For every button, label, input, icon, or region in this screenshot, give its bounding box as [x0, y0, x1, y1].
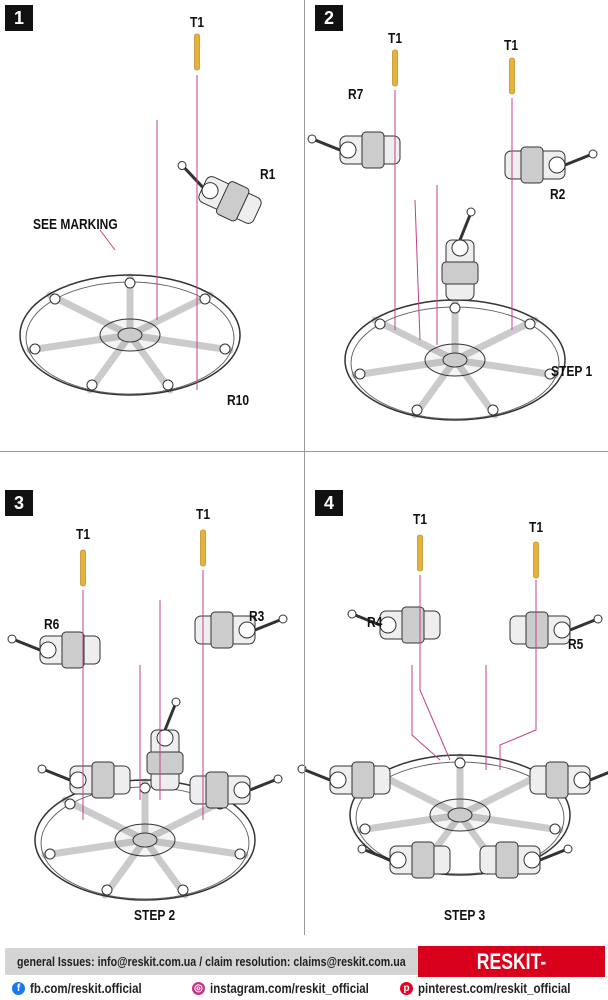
part-label-r7: R7	[348, 86, 364, 103]
part-label-t1: T1	[388, 30, 403, 47]
website-text: RESKIT-MODELS.COM	[450, 949, 573, 1000]
part-label-t1: T1	[190, 14, 205, 31]
panel-divider-vertical	[304, 0, 305, 935]
part-label-r1: R1	[260, 166, 276, 183]
part-label-t1: T1	[196, 506, 211, 523]
contact-bar: general Issues: info@reskit.com.ua / cla…	[5, 948, 418, 975]
social-facebook[interactable]: f fb.com/reskit.official	[12, 980, 166, 996]
part-label-r2: R2	[550, 186, 566, 203]
part-label-r4: R4	[367, 614, 383, 631]
step-number-badge: 4	[315, 490, 343, 516]
panel-divider-horizontal	[0, 451, 608, 452]
part-label-t1: T1	[529, 519, 544, 536]
part-label-r6: R6	[44, 616, 60, 633]
step-reference: STEP 1	[551, 363, 593, 380]
social-text: pinterest.com/reskit_official	[418, 980, 571, 996]
social-text: fb.com/reskit.official	[30, 980, 142, 996]
facebook-icon: f	[12, 981, 25, 995]
step-reference: STEP 2	[134, 907, 176, 924]
contact-emails[interactable]: general Issues: info@reskit.com.ua / cla…	[17, 954, 406, 969]
step-number-badge: 2	[315, 5, 343, 31]
social-pinterest[interactable]: p pinterest.com/reskit_official	[400, 980, 604, 996]
step-number-badge: 3	[5, 490, 33, 516]
part-label-t1: T1	[76, 526, 91, 543]
step-number-badge: 1	[5, 5, 33, 31]
part-label-r10: R10	[227, 392, 250, 409]
pinterest-icon: p	[400, 981, 413, 995]
part-label-t1: T1	[504, 37, 519, 54]
instagram-icon: ◎	[192, 981, 205, 995]
part-label-r3: R3	[249, 608, 265, 625]
part-label-t1: T1	[413, 511, 428, 528]
social-instagram[interactable]: ◎ instagram.com/reskit_official	[192, 980, 404, 996]
step-reference: STEP 3	[444, 907, 486, 924]
assembly-drawings	[6, 33, 608, 940]
website-link[interactable]: RESKIT-MODELS.COM	[418, 946, 605, 1000]
social-text: instagram.com/reskit_official	[210, 980, 369, 996]
see-marking-note: SEE MARKING	[33, 216, 118, 233]
part-label-r5: R5	[568, 636, 584, 653]
